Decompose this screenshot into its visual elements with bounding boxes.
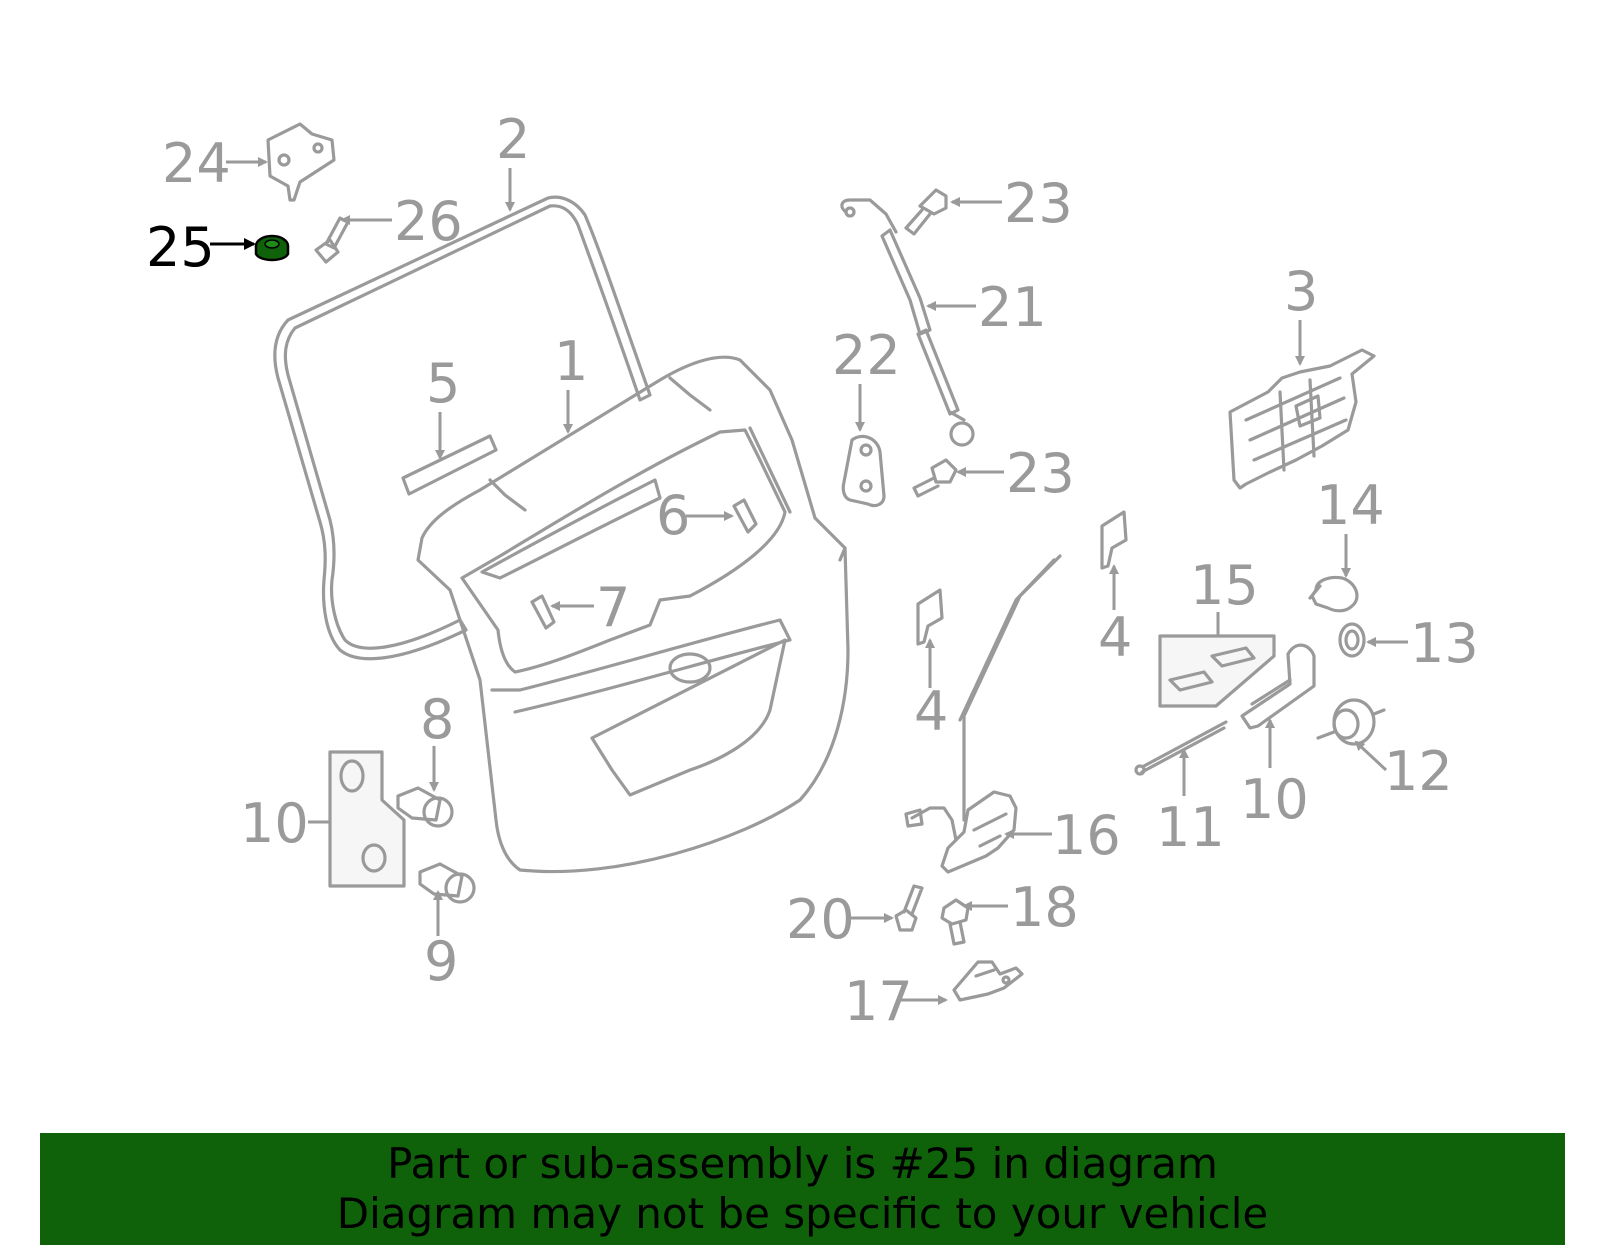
callout-5: 5 — [426, 352, 460, 415]
rod-12-part — [1134, 720, 1228, 776]
hinge-part — [266, 122, 336, 202]
callout-9: 9 — [424, 930, 458, 993]
callout-4-right: 4 — [1098, 606, 1132, 669]
callout-line-13 — [1354, 740, 1388, 772]
bracket-4b-part — [916, 588, 944, 646]
callout-23-top: 23 — [1004, 172, 1073, 235]
callout-17: 16 — [1052, 804, 1121, 867]
callout-10: 10 — [240, 792, 309, 855]
callout-6: 6 — [656, 484, 690, 547]
callout-25[interactable]: 25 — [146, 216, 215, 279]
bracket-4a-part — [1100, 510, 1128, 570]
nut-25-part — [254, 234, 290, 262]
callout-26: 26 — [394, 190, 463, 253]
bolt-26-part — [314, 216, 350, 264]
callout-2: 2 — [496, 108, 530, 171]
clip-7-part — [530, 594, 556, 630]
callout-23-bottom: 23 — [1006, 442, 1075, 505]
callout-11: 10 — [1240, 768, 1309, 831]
pad-16-part — [1158, 634, 1276, 708]
gas-strut-part — [840, 198, 975, 447]
footer-banner: Part or sub-assembly is #25 in diagram D… — [40, 1133, 1565, 1245]
callout-12: 11 — [1156, 796, 1225, 859]
callout-1: 1 — [554, 330, 588, 393]
handle-11-part — [1240, 643, 1316, 730]
liftgate-door-part — [416, 355, 850, 874]
bolt-23-bottom-part — [912, 458, 958, 498]
callout-lines — [210, 157, 1408, 1005]
callout-22: 22 — [832, 324, 901, 387]
callout-21: 21 — [978, 276, 1047, 339]
bumper-9-part — [418, 862, 476, 904]
callout-3: 3 — [1284, 260, 1318, 323]
footer-part-notice: Part or sub-assembly is #25 in diagram — [387, 1139, 1218, 1188]
glass-seal-part — [273, 195, 652, 661]
actuator-13-part — [1316, 698, 1386, 746]
switch-15-part — [1308, 575, 1359, 613]
trim-strip-part — [401, 434, 498, 496]
footer-disclaimer: Diagram may not be specific to your vehi… — [336, 1189, 1269, 1238]
bolt-20-part — [894, 884, 924, 932]
callout-24: 24 — [162, 132, 231, 195]
callout-19: 18 — [1010, 876, 1079, 939]
callout-14: 13 — [1410, 612, 1479, 675]
callout-8: 8 — [420, 688, 454, 751]
washer-14-part — [1338, 622, 1366, 658]
callout-15: 14 — [1316, 474, 1385, 537]
bolt-19-part — [940, 898, 970, 946]
callout-7: 7 — [596, 576, 630, 639]
bumper-8-part — [396, 786, 454, 828]
latch-17-part — [904, 554, 1062, 874]
bracket-22-part — [841, 434, 886, 508]
callout-18: 17 — [844, 970, 913, 1033]
callout-4-left: 4 — [914, 680, 948, 743]
callout-13: 12 — [1384, 740, 1453, 803]
callout-16: 15 — [1190, 554, 1259, 617]
callout-numbers: 2 24 25 26 5 1 6 7 23 21 22 23 3 4 4 14 … — [146, 108, 1479, 1033]
trim-panel-part — [1228, 348, 1376, 490]
striker-18-part — [952, 960, 1024, 1002]
clip-6-part — [732, 498, 758, 534]
plate-10-part — [328, 750, 406, 888]
callout-20: 20 — [786, 888, 855, 951]
bolt-23-top-part — [904, 188, 948, 236]
